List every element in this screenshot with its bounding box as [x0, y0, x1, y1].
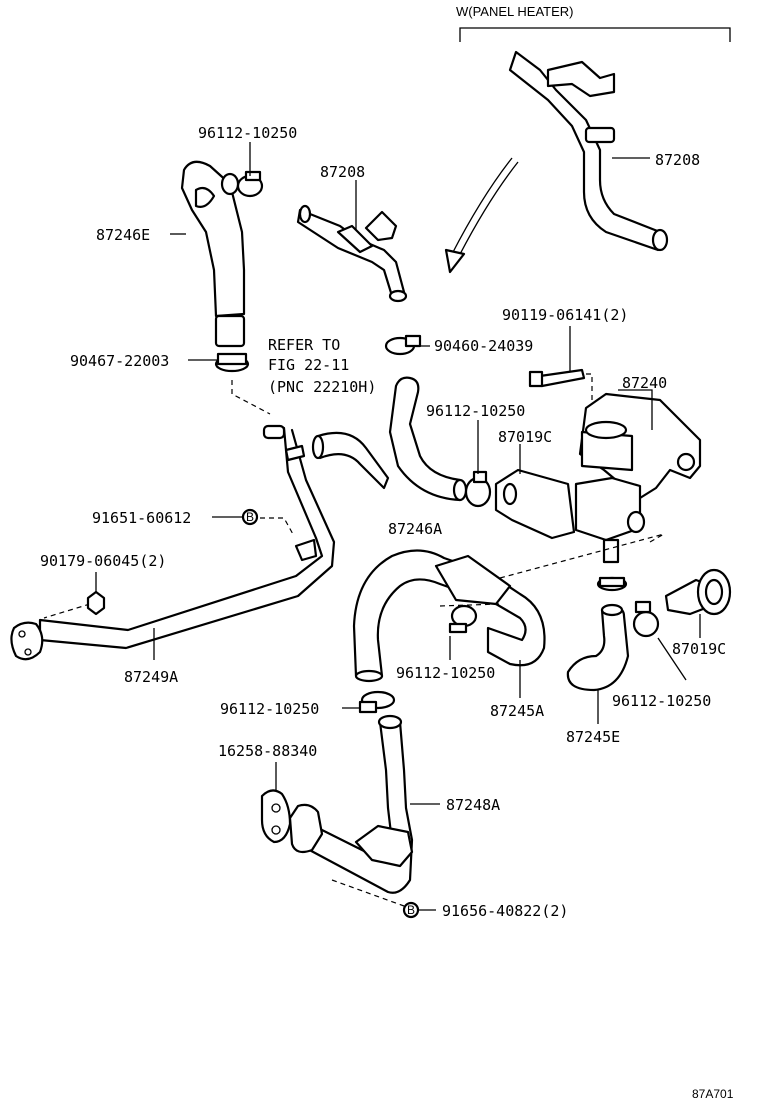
label-87208-right: 87208: [655, 151, 700, 169]
dashed-guide-c: [260, 517, 295, 537]
nut-b-mark-2: B: [407, 903, 415, 917]
clamp-90460: [384, 334, 422, 356]
label-87246E: 87246E: [96, 226, 150, 244]
label-96112-right: 96112-10250: [612, 692, 711, 710]
dashed-guide-a: [231, 380, 271, 415]
panel-heater-bracket: [459, 27, 731, 42]
water-valve-87240: [574, 392, 702, 564]
label-90467: 90467-22003: [70, 352, 169, 370]
nut-91656: B: [402, 901, 420, 919]
label-96112-top: 96112-10250: [198, 124, 297, 142]
clamp-96112-right: [632, 600, 660, 638]
direction-arrow-icon: [444, 157, 519, 274]
label-87248A: 87248A: [446, 796, 500, 814]
label-91651: 91651-60612: [92, 509, 191, 527]
hose-87245E: [566, 603, 630, 692]
dashed-guide-b: [586, 373, 593, 400]
clamp-96112-center: [448, 604, 478, 634]
hose-reference-22210H: [316, 431, 390, 490]
hose-87245A: [352, 549, 546, 683]
hose-reference-end: [311, 434, 325, 460]
panel-heater-variant: W(PANEL HEATER): [456, 4, 574, 19]
label-87249A: 87249A: [124, 668, 178, 686]
nut-91651: B: [241, 508, 259, 526]
label-87245A: 87245A: [490, 702, 544, 720]
gasket-16258: [260, 789, 292, 844]
hose-87208-left: [296, 204, 408, 303]
label-87019C-mid: 87019C: [498, 428, 552, 446]
hose-87208-right: [508, 50, 669, 252]
note-line-2: FIG 22-11: [268, 356, 349, 374]
hose-87246E: [180, 160, 246, 348]
label-87019C-right: 87019C: [672, 640, 726, 658]
clamp-87245E-top: [596, 576, 628, 592]
label-96112-center: 96112-10250: [396, 664, 495, 682]
dashed-guide-h: [331, 879, 405, 907]
bolt-90119: [528, 368, 586, 388]
dashed-guide-e: [439, 603, 501, 607]
pipe-87249A: [10, 424, 336, 661]
nut-b-mark: B: [246, 510, 254, 524]
label-90119: 90119-06141(2): [502, 306, 628, 324]
clamp-96112-mid: [464, 470, 492, 508]
label-90179: 90179-06045(2): [40, 552, 166, 570]
pipe-87248A: [288, 714, 414, 894]
label-87240: 87240: [622, 374, 667, 392]
dashed-guide-g: [649, 533, 665, 543]
clamp-96112-low: [358, 690, 396, 714]
label-87208-left: 87208: [320, 163, 365, 181]
note-line-3: (PNC 22210H): [268, 378, 376, 396]
label-87246A: 87246A: [388, 520, 442, 538]
label-16258: 16258-88340: [218, 742, 317, 760]
note-line-1: REFER TO: [268, 336, 340, 354]
label-96112-mid: 96112-10250: [426, 402, 525, 420]
label-91656: 91656-40822(2): [442, 902, 568, 920]
label-87245E: 87245E: [566, 728, 620, 746]
diagram-code: 87A701: [692, 1087, 734, 1101]
clamp-90467: [214, 352, 250, 373]
hose-87246A: [388, 376, 468, 502]
dashed-guide-d: [43, 603, 91, 619]
dashed-guide-f: [499, 533, 665, 579]
grommet-87019C-right: [664, 568, 732, 616]
gasket-87019C-hole: [502, 482, 518, 506]
nut-90179: [86, 590, 106, 616]
label-96112-low: 96112-10250: [220, 700, 319, 718]
label-90460: 90460-24039: [434, 337, 533, 355]
leader-lines: [95, 142, 701, 911]
